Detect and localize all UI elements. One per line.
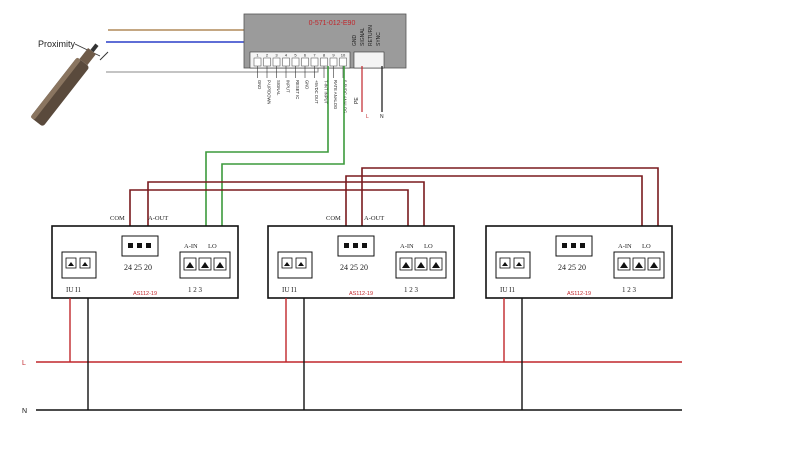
controller-pin-label: P-UP/DOWN	[267, 80, 272, 104]
as112-module: IU I1 24 25 20 A-IN LO 1 2 3 AS112-19	[485, 225, 673, 299]
controller-model: 0-571-012-E90	[309, 20, 356, 27]
a-out-label: A-OUT	[364, 215, 384, 222]
controller-pin-label: GND	[257, 80, 262, 89]
output-terminal-numbers: 24 25 20	[558, 263, 586, 272]
lo-label: LO	[642, 243, 651, 250]
power-terminal-label: IU I1	[500, 286, 515, 294]
output-terminal-numbers: 24 25 20	[124, 263, 152, 272]
com-label: COM	[110, 215, 125, 222]
interconnect-wires	[129, 167, 659, 250]
controller-terminal-number: 8	[323, 53, 326, 58]
bus-n-label: N	[22, 408, 27, 415]
output-terminal-numbers: 24 25 20	[340, 263, 368, 272]
ctrl-right-label: SYNC	[376, 32, 382, 46]
module-model-label: AS112-19	[567, 291, 591, 297]
controller-terminal	[301, 57, 309, 67]
controller-terminal-number: 2	[266, 53, 269, 58]
a-in-label: A-IN	[618, 243, 632, 250]
analog-signal-wires	[205, 66, 345, 250]
controller-terminal-number: 6	[304, 53, 307, 58]
proximity-sensor: Proximity	[31, 39, 109, 126]
controller-terminal-number: 10	[341, 53, 346, 58]
controller-pin-label: GND	[305, 80, 310, 89]
controller-pin-label: T-INT INPUT	[324, 80, 329, 105]
controller-pin-label: INPUT	[286, 80, 291, 93]
power-terminal-label: IU I1	[66, 286, 81, 294]
controller-pin-label: +5VDC OUT	[314, 80, 319, 104]
controller-pin-label: 0-5VDC ANALOG	[343, 80, 348, 113]
module-model-label: AS112-19	[349, 291, 373, 297]
a-in-label: A-IN	[400, 243, 414, 250]
input-terminal-numbers: 1 2 3	[622, 286, 637, 294]
module-model-label: AS112-19	[133, 291, 157, 297]
controller-terminal	[310, 57, 319, 67]
input-terminal-numbers: 1 2 3	[188, 286, 203, 294]
controller-pin-label: RESET IC	[295, 80, 300, 99]
controller-terminal	[282, 57, 290, 67]
lo-label: LO	[424, 243, 433, 250]
power-bus: L N	[22, 298, 682, 415]
controller-terminal-number: 5	[294, 53, 297, 58]
as112-module: IU I1 24 25 20 COM A-OUT A-IN LO 1 2 3 AS112-19	[51, 215, 239, 299]
controller-terminal-number: 4	[285, 53, 288, 58]
power-label-pe: PE	[354, 97, 360, 104]
controller-terminals: 1 2 3 4 5 6 7 8 9 10	[253, 53, 347, 78]
controller-terminal-number: 7	[313, 53, 316, 58]
input-terminal-numbers: 1 2 3	[404, 286, 419, 294]
controller-terminal-number: 1	[256, 53, 259, 58]
a-in-label: A-IN	[184, 243, 198, 250]
controller-terminal-number: 9	[332, 53, 335, 58]
power-label-n: N	[380, 114, 384, 120]
module-row: IU I1 24 25 20 COM A-OUT A-IN LO 1 2 3 AS112-19…	[51, 215, 673, 299]
controller-terminal-number: 3	[275, 53, 278, 58]
sensor-label: Proximity	[38, 39, 76, 49]
controller-terminal	[272, 57, 281, 67]
com-label: COM	[326, 215, 341, 222]
controller-unit: 0-571-012-E90 1 2 3 4 5 6 7 8 9 10 GND SIGNAL RET…	[243, 13, 407, 120]
controller-terminal	[253, 57, 262, 67]
controller-terminal	[339, 57, 347, 67]
controller-terminal	[329, 57, 338, 67]
controller-pin-label: SIGNAL	[276, 80, 281, 96]
power-terminal-label: IU I1	[282, 286, 297, 294]
ctrl-right-label: SIGNAL	[360, 27, 366, 46]
controller-pin-label: RATE ANALOG	[333, 80, 338, 109]
power-label-l: L	[366, 114, 369, 120]
controller-terminal	[263, 57, 271, 67]
controller-pin-labels: GND P-UP/DOWN SIGNAL INPUT RESET IC GND +5VDC …	[257, 80, 348, 113]
ctrl-right-label: GND	[352, 35, 358, 47]
bus-l-label: L	[22, 360, 26, 367]
lo-label: LO	[208, 243, 217, 250]
controller-terminal	[320, 57, 328, 67]
ctrl-right-label: RETURN	[368, 25, 374, 46]
controller-terminal	[291, 57, 300, 67]
as112-module: IU I1 24 25 20 COM A-OUT A-IN LO 1 2 3 AS112-19	[267, 215, 455, 299]
a-out-label: A-OUT	[148, 215, 168, 222]
